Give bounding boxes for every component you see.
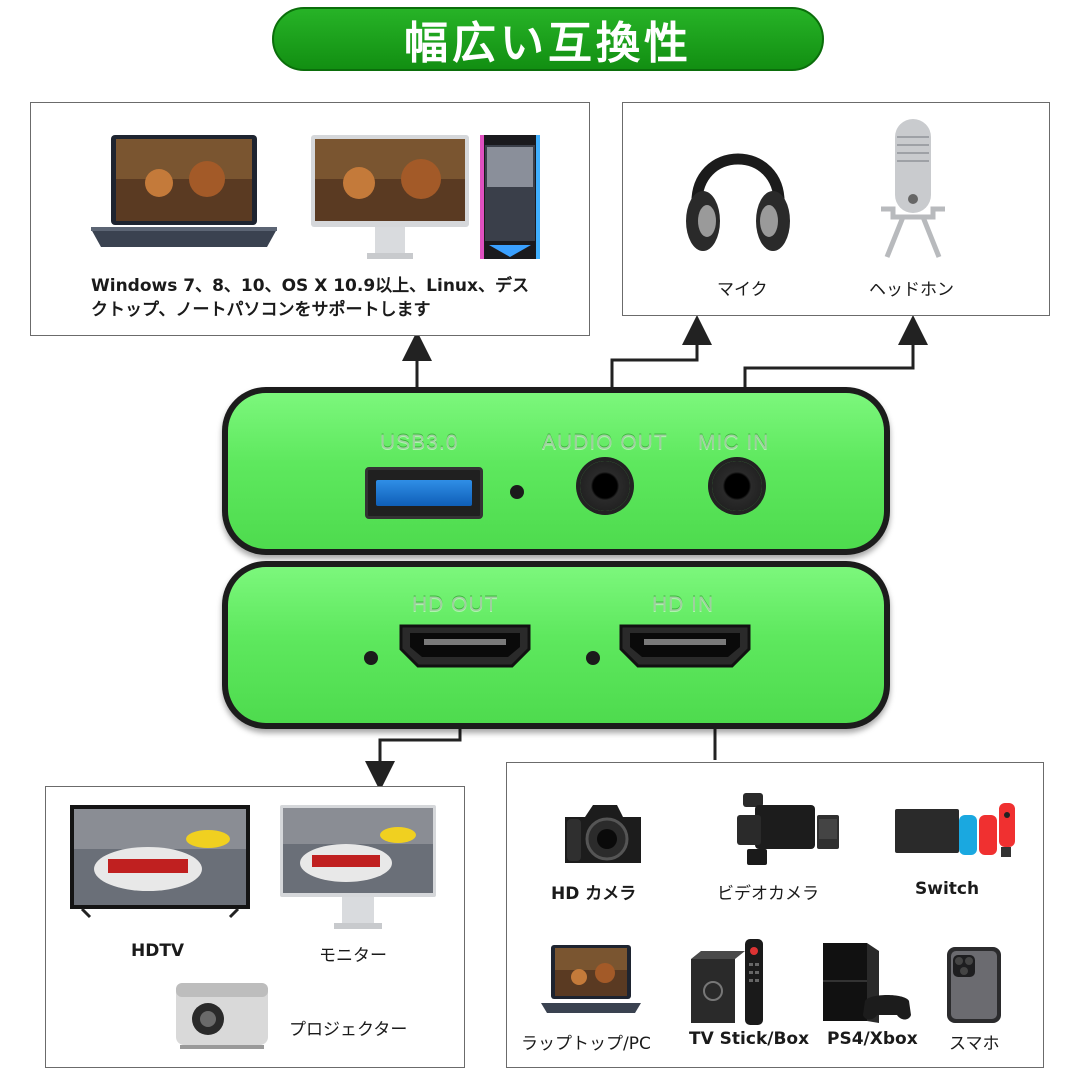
- output-label-hdtv: HDTV: [131, 941, 185, 961]
- smartphone-icon: [947, 947, 1001, 1023]
- monitor-icon: [280, 805, 436, 929]
- computers-caption-line1: Windows 7、8、10、OS X 10.9以上、Linux、デス: [91, 276, 529, 296]
- arrow-to-displays: [365, 718, 462, 791]
- page-title: 幅広い互換性: [404, 18, 692, 69]
- hdmi-out-port: [399, 624, 531, 668]
- device-bottom-panel: HD OUT HD IN: [222, 561, 890, 729]
- audio-out-jack: [580, 461, 630, 511]
- audio-label-headphone: ヘッドホン: [869, 280, 954, 300]
- hdmi-in-port: [619, 624, 751, 668]
- microphone-icon: [881, 119, 945, 258]
- arrow-to-headphone: [610, 315, 712, 388]
- video-camera-icon: [737, 793, 839, 865]
- port-label-audio-out: AUDIO OUT: [542, 431, 668, 454]
- usb-port: [365, 467, 483, 519]
- input-label-hd-camera: HD カメラ: [551, 884, 637, 904]
- port-label-hd-out: HD OUT: [412, 593, 499, 616]
- device-top-panel: USB3.0 AUDIO OUT MIC IN: [222, 387, 890, 555]
- laptop-icon: [541, 945, 641, 1013]
- input-label-switch: Switch: [915, 879, 980, 899]
- input-label-laptop-pc: ラップトップ/PC: [521, 1034, 651, 1054]
- arrow-to-mic: [743, 315, 928, 388]
- computers-caption-line2: クトップ、ノートパソコンをサポートします: [91, 300, 431, 320]
- desktop-tower-icon: [480, 135, 540, 259]
- headphone-icon: [686, 153, 790, 251]
- capture-device: USB3.0 AUDIO OUT MIC IN HD OUT HD IN: [222, 385, 890, 730]
- camera-icon: [565, 805, 641, 863]
- switch-console-icon: [895, 803, 1015, 857]
- tv-stick-box-icon: [691, 939, 763, 1025]
- input-label-ps4-xbox: PS4/Xbox: [827, 1029, 918, 1049]
- output-label-projector: プロジェクター: [289, 1020, 408, 1040]
- input-label-video-camera: ビデオカメラ: [717, 884, 819, 904]
- status-led-right: [586, 651, 600, 665]
- port-label-hd-in: HD IN: [652, 593, 715, 616]
- input-label-smartphone: スマホ: [949, 1034, 1000, 1054]
- sources-panel: HD カメラ ビデオカメラ Switch ラップトップ/PC TV: [506, 762, 1044, 1068]
- input-label-tv-stick-box: TV Stick/Box: [689, 1029, 810, 1049]
- port-label-usb: USB3.0: [380, 431, 459, 454]
- monitor-icon: [311, 135, 469, 259]
- port-label-mic-in: MIC IN: [698, 431, 770, 454]
- displays-panel: HDTV モニター プロジェクター: [45, 786, 465, 1068]
- tv-icon: [70, 805, 250, 919]
- status-led: [510, 485, 524, 499]
- audio-panel: マイク ヘッドホン: [622, 102, 1050, 316]
- projector-icon: [176, 983, 268, 1049]
- title-banner: 幅広い互換性: [272, 7, 824, 71]
- audio-label-mic: マイク: [717, 280, 768, 300]
- mic-in-jack: [712, 461, 762, 511]
- status-led-left: [364, 651, 378, 665]
- output-label-monitor: モニター: [319, 946, 387, 966]
- laptop-icon: [91, 135, 277, 247]
- computers-panel: Windows 7、8、10、OS X 10.9以上、Linux、デス クトップ…: [30, 102, 590, 336]
- ps4-console-icon: [823, 943, 911, 1023]
